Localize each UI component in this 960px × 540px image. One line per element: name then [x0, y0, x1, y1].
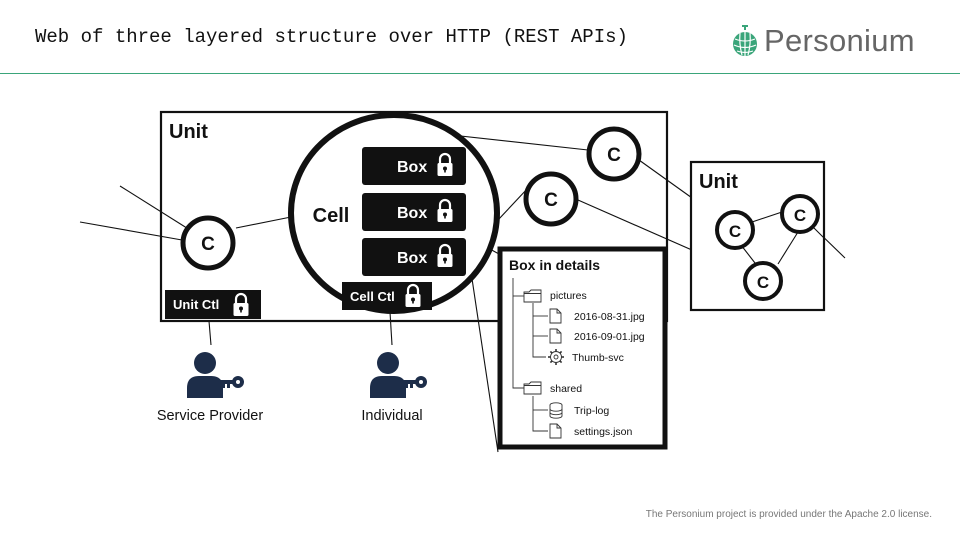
box-details-panel: Box in details pictures 2016-08-31.jpg 2… [497, 246, 668, 450]
service-provider-label: Service Provider [157, 408, 264, 424]
file-3-label: settings.json [574, 426, 633, 438]
c-node-label: C [729, 222, 741, 241]
c-node-top: C [586, 126, 642, 182]
c-node-mid-label: C [544, 190, 558, 211]
unit-ctl-label: Unit Ctl [173, 297, 219, 312]
c-node-unit-small-2: C [780, 194, 820, 234]
c-node-left-label: C [201, 234, 215, 255]
gear-icon [548, 349, 564, 365]
c-node-mid: C [523, 171, 579, 227]
box-details-title: Box in details [509, 257, 600, 273]
slide-title: Web of three layered structure over HTTP… [35, 26, 628, 48]
box-2-label: Box [397, 205, 427, 222]
file-icon [549, 308, 562, 324]
database-icon [549, 402, 563, 419]
unit-main-frame [159, 110, 669, 323]
person-with-key-icon [370, 352, 427, 398]
file-icon [549, 423, 562, 439]
box-2: Box [362, 193, 466, 231]
cell-ctl-label: Cell Ctl [350, 289, 395, 304]
folder-icon [523, 381, 542, 395]
file-icon [549, 328, 562, 344]
unit-main-label: Unit [169, 121, 208, 143]
individual-label: Individual [361, 408, 422, 424]
box-1-label: Box [397, 159, 427, 176]
c-node-label: C [794, 206, 806, 225]
c-node-unit-small-3: C [743, 261, 783, 301]
melon-icon [733, 25, 757, 56]
unit-ctl: Unit Ctl [165, 290, 261, 319]
header-divider [0, 73, 960, 74]
logo-text: Personium [764, 23, 915, 58]
box-3: Box [362, 238, 466, 276]
folder-pictures-label: pictures [550, 290, 587, 302]
service-provider-actor: Service Provider [157, 352, 264, 424]
c-node-left: C [180, 215, 236, 271]
folder-icon [523, 289, 542, 303]
c-node-label: C [757, 273, 769, 292]
unit-small-label: Unit [699, 171, 738, 193]
tree-lines [512, 278, 548, 432]
person-with-key-icon [187, 352, 244, 398]
license-footer: The Personium project is provided under … [645, 509, 932, 520]
service-1-label: Thumb-svc [572, 352, 624, 364]
c-node-unit-small-1: C [715, 210, 755, 250]
individual-actor: Individual [361, 352, 427, 424]
c-node-top-label: C [607, 145, 621, 166]
file-1-label: 2016-08-31.jpg [574, 311, 645, 323]
box-3-label: Box [397, 250, 427, 267]
db-1-label: Trip-log [574, 405, 609, 417]
personium-logo: Personium [730, 22, 940, 62]
cell-ctl: Cell Ctl [342, 282, 432, 310]
file-2-label: 2016-09-01.jpg [574, 331, 645, 343]
folder-shared-label: shared [550, 383, 582, 395]
cell-label: Cell [313, 205, 350, 227]
box-1: Box [362, 147, 466, 185]
